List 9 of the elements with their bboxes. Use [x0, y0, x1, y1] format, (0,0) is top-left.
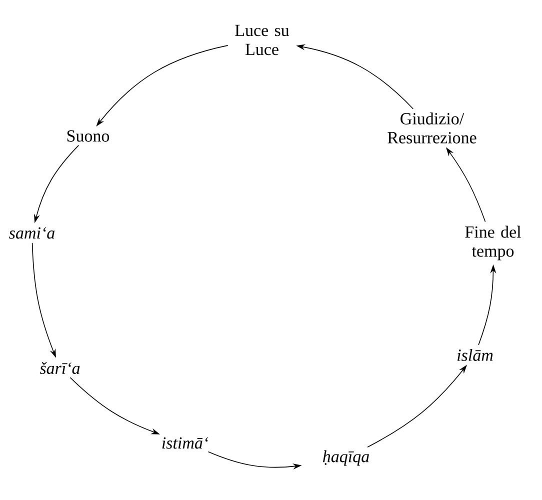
text-label: Fine del tempo — [465, 226, 521, 260]
text-label: islām — [458, 349, 493, 361]
text-label: Suono — [67, 130, 110, 142]
text-label: Giudizio/ Resurrezione — [388, 112, 476, 144]
text-label: šarī‘a — [40, 362, 80, 374]
text-label: ḥaqīqa — [323, 450, 369, 466]
text-label: Luce su Luce — [235, 24, 290, 56]
text-label: sami‘a — [9, 227, 54, 239]
text-label: istimā‘ — [162, 437, 208, 449]
